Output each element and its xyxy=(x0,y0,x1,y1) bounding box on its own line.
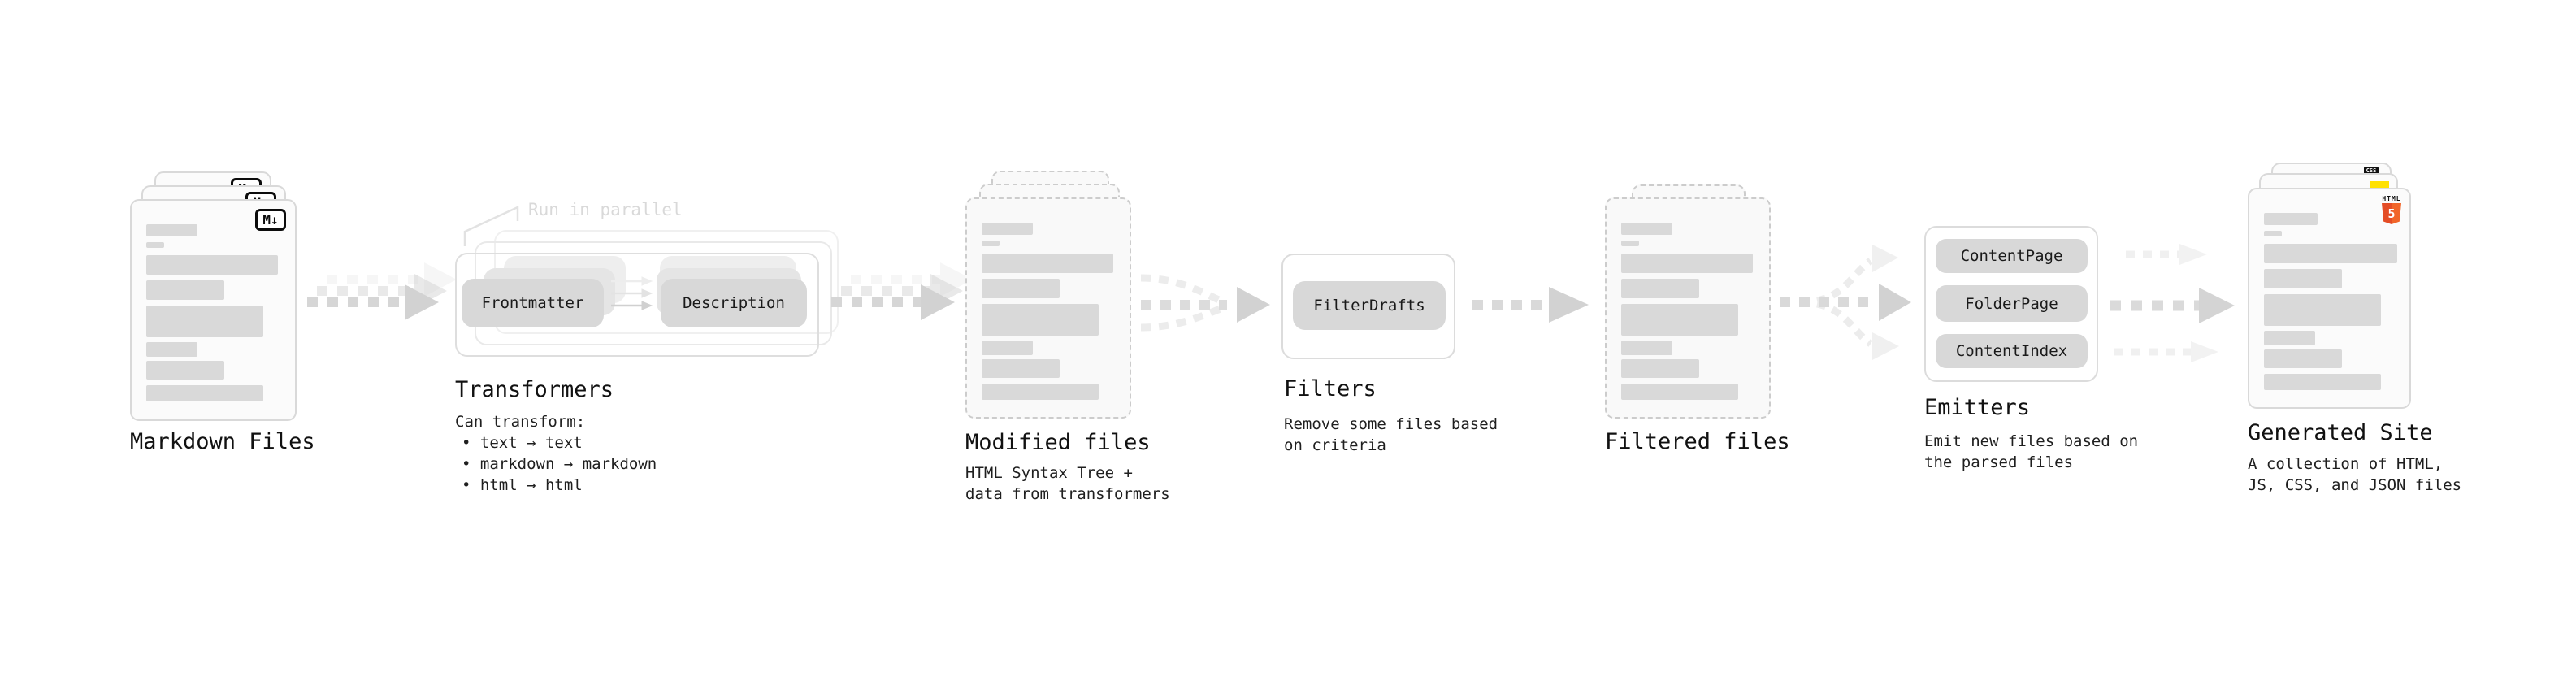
markdown-icon: M↓ xyxy=(255,209,286,231)
transformer-run-layer-front xyxy=(455,253,819,357)
modified-files-desc-line: data from transformers xyxy=(965,485,1170,503)
emitters-panel: ContentPage FolderPage ContentIndex xyxy=(1924,226,2098,382)
emitter-node-contentindex: ContentIndex xyxy=(1936,334,2088,368)
placeholder-bar xyxy=(146,361,224,380)
placeholder-bar xyxy=(1621,254,1753,273)
filters-title: Filters xyxy=(1284,376,1377,401)
run-in-parallel-annotation: Run in parallel xyxy=(528,200,683,219)
placeholder-bar xyxy=(2264,269,2342,288)
placeholder-bar xyxy=(1621,241,1639,246)
placeholder-bar xyxy=(1621,304,1738,336)
transformers-bullet: • markdown → markdown xyxy=(462,455,657,473)
flow-arrow-emitters-to-site xyxy=(2110,244,2235,362)
emitters-title: Emitters xyxy=(1924,395,2031,420)
placeholder-bar xyxy=(146,342,197,357)
placeholder-bar xyxy=(146,224,197,236)
transformer-internal-arrows xyxy=(611,276,653,310)
placeholder-bar xyxy=(1621,340,1672,355)
placeholder-bar xyxy=(2264,331,2315,345)
placeholder-bar xyxy=(2264,213,2318,225)
placeholder-bar xyxy=(982,359,1060,378)
placeholder-bar xyxy=(146,280,224,300)
placeholder-bar xyxy=(2264,244,2397,263)
site-file-card-html: HTML 5 xyxy=(2248,188,2411,409)
flow-arrow-transformers-to-modified xyxy=(831,262,973,320)
flow-arrow-markdown-to-transformers xyxy=(307,262,457,320)
filtered-file-card-front xyxy=(1605,197,1771,419)
placeholder-bar xyxy=(982,241,1000,246)
flow-arrow-filters-to-filtered xyxy=(1472,287,1589,323)
modified-file-card-front xyxy=(965,197,1131,419)
placeholder-bar xyxy=(1621,279,1699,298)
placeholder-bar xyxy=(2264,374,2381,390)
filtered-files-title: Filtered files xyxy=(1605,429,1790,454)
emitter-node-folderpage: FolderPage xyxy=(1936,285,2088,322)
transformer-node-frontmatter: Frontmatter xyxy=(462,279,604,327)
transformers-title: Transformers xyxy=(455,377,614,402)
generated-site-description: A collection of HTML, JS, CSS, and JSON … xyxy=(2248,453,2461,496)
placeholder-bar xyxy=(982,304,1099,336)
filters-desc-line: Remove some files based xyxy=(1284,415,1498,433)
emitter-node-contentpage: ContentPage xyxy=(1936,239,2088,273)
transformers-bullet: • html → html xyxy=(462,476,583,494)
run-in-parallel-callout-line xyxy=(463,206,519,246)
placeholder-bar xyxy=(1621,384,1738,400)
generated-site-title: Generated Site xyxy=(2248,420,2433,445)
emitters-desc-line: the parsed files xyxy=(1924,453,2074,471)
markdown-files-title: Markdown Files xyxy=(130,429,315,454)
placeholder-bar xyxy=(982,279,1060,298)
placeholder-bar xyxy=(1621,359,1699,378)
flow-arrow-modified-to-filters xyxy=(1140,274,1270,332)
css-icon-label: CSS xyxy=(2363,167,2379,175)
transformers-heading: Can transform: xyxy=(455,413,586,431)
placeholder-bar xyxy=(1621,223,1672,235)
html5-icon-shield: 5 xyxy=(2382,203,2401,224)
transformers-bullet: • text → text xyxy=(462,434,583,452)
flow-arrow-filtered-to-emitters xyxy=(1780,245,1911,360)
filter-node-filterdrafts: FilterDrafts xyxy=(1293,281,1446,330)
markdown-file-card-front: M↓ xyxy=(130,199,297,421)
placeholder-bar xyxy=(2264,231,2282,236)
placeholder-bar xyxy=(982,340,1033,355)
placeholder-bar xyxy=(146,306,263,337)
emitters-description: Emit new files based on the parsed files xyxy=(1924,431,2138,473)
placeholder-bar xyxy=(982,384,1099,400)
placeholder-bar xyxy=(982,223,1033,235)
placeholder-bar xyxy=(2264,294,2381,326)
placeholder-bar xyxy=(146,385,263,401)
placeholder-bar xyxy=(146,255,278,275)
placeholder-bar xyxy=(982,254,1113,273)
html5-icon-label: HTML xyxy=(2382,195,2401,202)
filters-description: Remove some files based on criteria xyxy=(1284,414,1498,456)
transformer-node-description: Description xyxy=(661,279,807,327)
generated-site-desc-line: A collection of HTML, xyxy=(2248,455,2444,473)
filters-desc-line: on criteria xyxy=(1284,436,1386,454)
emitters-desc-line: Emit new files based on xyxy=(1924,432,2139,450)
transformers-description: Can transform: • text → text • markdown … xyxy=(455,411,657,496)
placeholder-bar xyxy=(146,242,164,248)
modified-files-description: HTML Syntax Tree + data from transformer… xyxy=(965,462,1170,505)
modified-files-title: Modified files xyxy=(965,430,1151,455)
html5-icon: HTML 5 xyxy=(2382,195,2401,224)
generated-site-desc-line: JS, CSS, and JSON files xyxy=(2248,476,2462,494)
modified-files-desc-line: HTML Syntax Tree + xyxy=(965,464,1133,482)
filters-panel: FilterDrafts xyxy=(1281,254,1455,359)
placeholder-bar xyxy=(2264,349,2342,368)
